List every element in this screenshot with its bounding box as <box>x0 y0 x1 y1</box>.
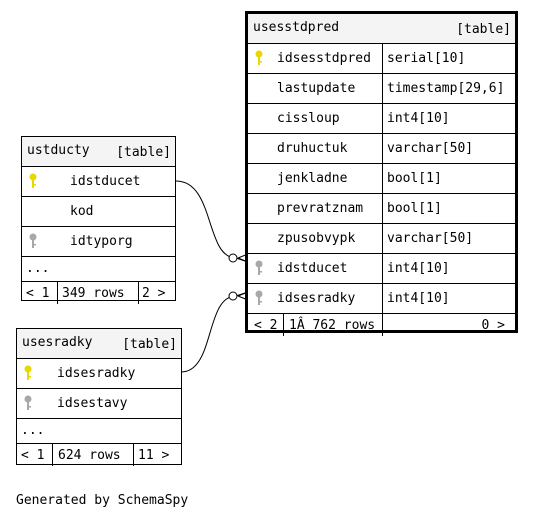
column-row[interactable]: cissloup int4[10] <box>248 104 515 134</box>
table-footer: < 2 1Â 762 rows 0 > <box>248 314 515 336</box>
edge-end-circle <box>228 291 238 301</box>
table-ustducty[interactable]: ustducty [table] idstducet kod idtyporg ..… <box>21 136 176 304</box>
primary-key-icon <box>255 50 263 65</box>
column-row[interactable]: prevratznam bool[1] <box>248 194 515 224</box>
column-row[interactable]: idstducet <box>22 167 175 197</box>
column-row[interactable]: idstducet int4[10] <box>248 254 515 284</box>
column-row[interactable]: idsesstdpred serial[10] <box>248 44 515 74</box>
primary-key-icon <box>24 365 32 380</box>
foreign-key-icon <box>29 233 37 248</box>
column-name: druhuctuk <box>277 141 348 156</box>
table-usesstdpred[interactable]: usesstdpred [table] idsesstdpred serial[1… <box>245 11 518 336</box>
table-footer: < 1 624 rows 11 > <box>17 444 181 466</box>
table-type-tag: [table] <box>116 145 171 160</box>
table-name[interactable]: usesradky <box>22 335 93 350</box>
column-type: bool[1] <box>387 171 442 186</box>
column-type: bool[1] <box>387 201 442 216</box>
column-name: idsesstdpred <box>277 51 371 66</box>
foreign-key-icon <box>255 260 263 275</box>
edge-end-circle <box>228 253 238 263</box>
foreign-key-icon <box>255 290 263 305</box>
edge-ustducty-usesstdpred <box>175 180 249 263</box>
parents-link[interactable]: < 1 <box>26 286 50 301</box>
column-row[interactable]: kod <box>22 197 175 227</box>
children-link[interactable]: 2 > <box>142 286 166 301</box>
row-count: 1Â 762 rows <box>289 318 376 333</box>
parents-link[interactable]: < 2 <box>254 318 278 333</box>
column-name: idstducet <box>277 261 348 276</box>
children-link[interactable]: 11 > <box>138 448 170 463</box>
column-name: prevratznam <box>277 201 364 216</box>
column-name: idtyporg <box>70 234 133 249</box>
column-type: timestamp[29,6] <box>387 81 505 96</box>
column-name: idsesradky <box>57 366 136 381</box>
table-header: ustducty [table] <box>22 137 175 167</box>
column-name: idsestavy <box>57 396 128 411</box>
column-name: cissloup <box>277 111 340 126</box>
more-columns: ... <box>22 257 175 282</box>
row-count: 624 rows <box>58 448 121 463</box>
table-header: usesstdpred [table] <box>248 14 515 44</box>
more-columns: ... <box>17 419 181 444</box>
column-type: serial[10] <box>387 51 466 66</box>
column-name: jenkladne <box>277 171 348 186</box>
column-row[interactable]: idsestavy <box>17 389 181 419</box>
table-footer: < 1 349 rows 2 > <box>22 282 175 304</box>
column-row[interactable]: lastupdate timestamp[29,6] <box>248 74 515 104</box>
column-type: int4[10] <box>387 111 450 126</box>
column-type: int4[10] <box>387 291 450 306</box>
column-row[interactable]: idtyporg <box>22 227 175 257</box>
table-name[interactable]: usesstdpred <box>253 20 340 35</box>
table-header: usesradky [table] <box>17 329 181 359</box>
column-name: idsesradky <box>277 291 356 306</box>
column-row[interactable]: jenkladne bool[1] <box>248 164 515 194</box>
table-type-tag: [table] <box>122 337 177 352</box>
column-name: idstducet <box>70 174 141 189</box>
column-row[interactable]: zpusobvypk varchar[50] <box>248 224 515 254</box>
column-name: zpusobvypk <box>277 231 356 246</box>
edge-usesradky-usesstdpred <box>180 291 249 373</box>
primary-key-icon <box>29 173 37 188</box>
column-row[interactable]: idsesradky int4[10] <box>248 284 515 314</box>
children-link[interactable]: 0 > <box>481 318 505 333</box>
column-type: varchar[50] <box>387 231 474 246</box>
column-name: lastupdate <box>277 81 356 96</box>
column-type: varchar[50] <box>387 141 474 156</box>
row-count: 349 rows <box>62 286 125 301</box>
parents-link[interactable]: < 1 <box>21 448 45 463</box>
table-type-tag: [table] <box>456 22 511 37</box>
column-name: kod <box>70 204 94 219</box>
table-usesradky[interactable]: usesradky [table] idsesradky idsestavy ..… <box>16 328 182 466</box>
column-row[interactable]: druhuctuk varchar[50] <box>248 134 515 164</box>
column-row[interactable]: idsesradky <box>17 359 181 389</box>
table-name[interactable]: ustducty <box>27 143 90 158</box>
column-type: int4[10] <box>387 261 450 276</box>
generated-by-note: Generated by SchemaSpy <box>16 493 189 508</box>
foreign-key-icon <box>24 395 32 410</box>
